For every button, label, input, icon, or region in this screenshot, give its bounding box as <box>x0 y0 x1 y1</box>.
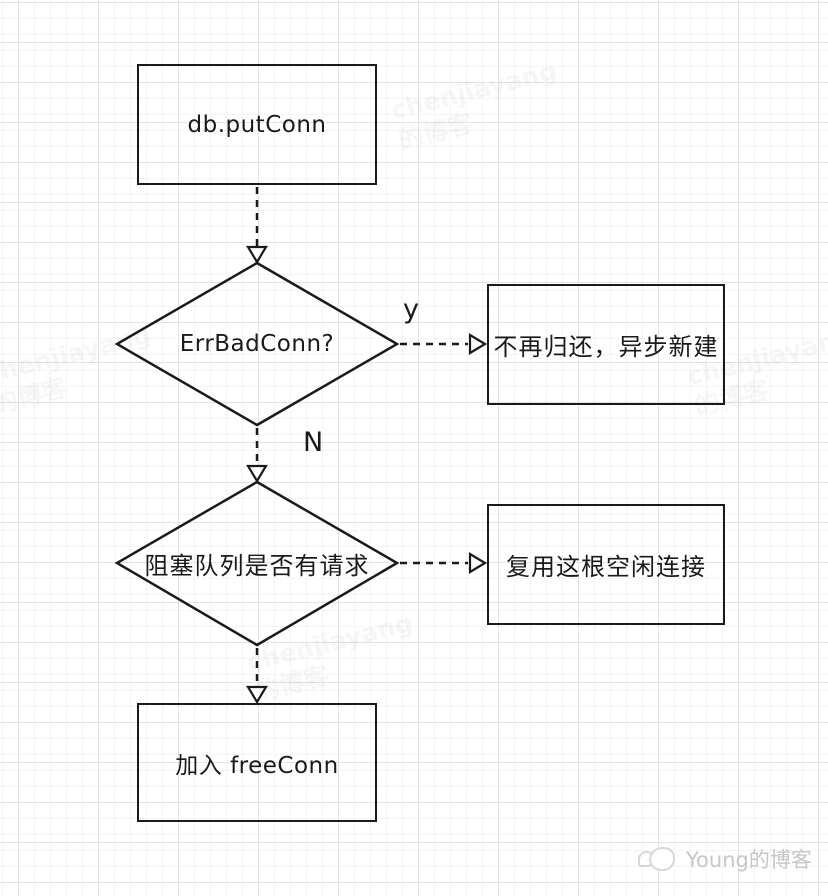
arrowhead-down-icon <box>246 245 268 265</box>
arrowhead-down-icon <box>246 464 268 484</box>
arrowhead-down-icon <box>246 685 268 705</box>
node-decision-block-queue: 阻塞队列是否有请求 <box>122 519 392 607</box>
node-reuse-idle-conn: 复用这根空闲连接 <box>487 504 725 625</box>
background-watermark: chenjiayang 的博客 <box>388 55 568 157</box>
node-label: 复用这根空闲连接 <box>506 555 706 581</box>
node-label: db.putConn <box>187 111 327 138</box>
blog-logo-icon <box>636 842 680 876</box>
background-watermark: chenjiayang 的博客 <box>244 607 424 709</box>
edge-label-yes: y <box>403 294 419 325</box>
node-label: 阻塞队列是否有请求 <box>144 553 370 580</box>
arrowhead-right-icon <box>468 552 488 574</box>
arrowhead-right-icon <box>468 333 488 355</box>
background-watermark-line1: chenjiayang <box>244 607 416 678</box>
node-label: 不再归还，异步新建 <box>493 335 719 361</box>
node-decision-errbadconn: ErrBadConn? <box>127 300 387 388</box>
edge-label-no: N <box>303 427 324 458</box>
node-no-return-async-create: 不再归还，异步新建 <box>487 284 725 405</box>
node-join-freeconn: 加入 freeConn <box>137 703 377 822</box>
background-watermark-line2: 的博客 <box>395 109 476 156</box>
background-watermark-line1: chenjiayang <box>388 55 560 126</box>
blog-watermark: Young的博客 <box>636 842 812 876</box>
node-db-putconn: db.putConn <box>137 64 377 185</box>
node-label: 加入 freeConn <box>175 752 339 779</box>
background-watermark-line2: 的博客 <box>251 661 332 708</box>
node-label: ErrBadConn? <box>179 331 335 357</box>
blog-watermark-text: Young的博客 <box>686 848 812 872</box>
